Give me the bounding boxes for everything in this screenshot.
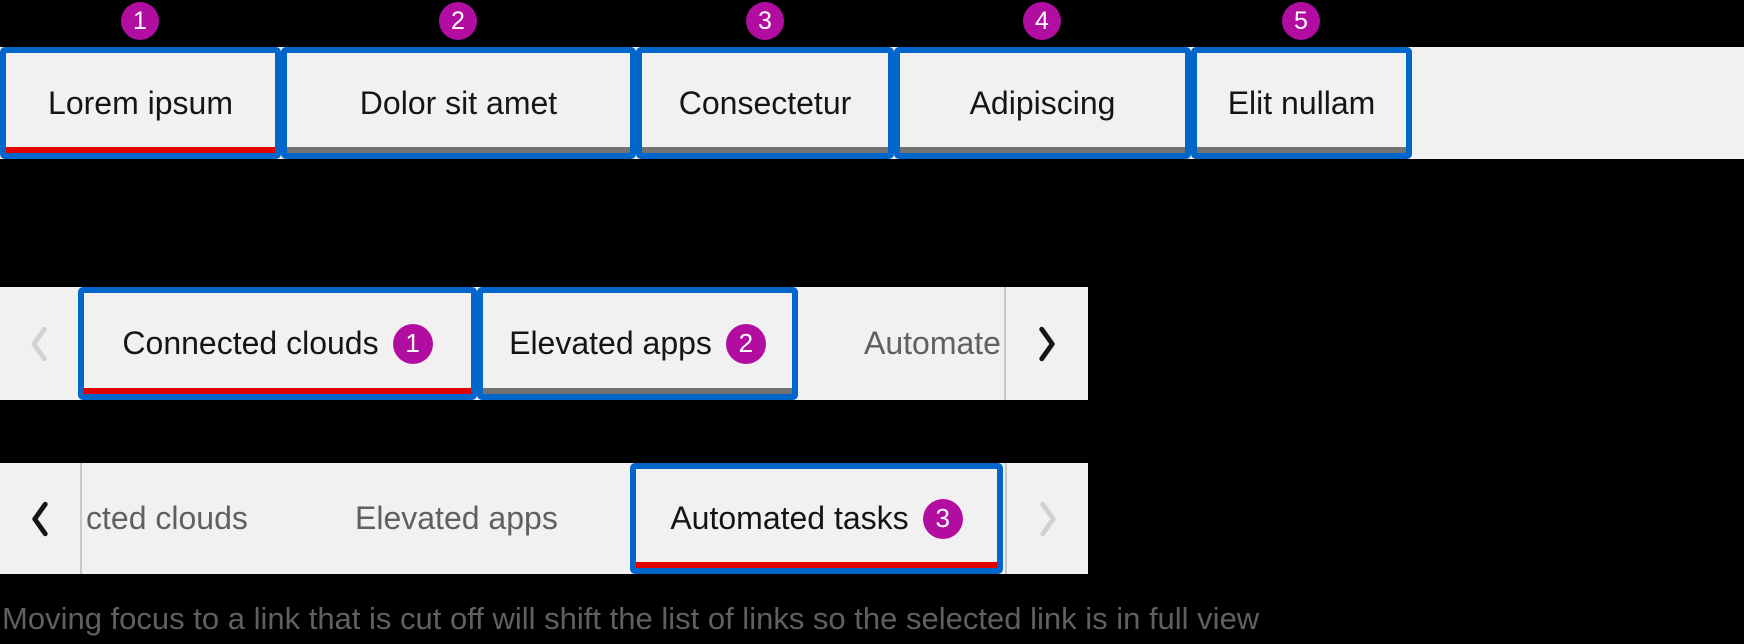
tab-lorem-ipsum[interactable]: Lorem ipsum	[0, 47, 281, 159]
scroll-right-button[interactable]	[1007, 463, 1088, 574]
tab-label: Elit nullam	[1227, 84, 1376, 121]
tab-connected-clouds[interactable]: Connected clouds 1	[78, 287, 477, 400]
tab-dolor-sit-amet[interactable]: Dolor sit amet	[281, 47, 636, 159]
tab-consectetur[interactable]: Consectetur	[636, 47, 894, 159]
annotation-badge-2: 2	[725, 323, 766, 364]
annotation-badge-1: 1	[121, 2, 159, 40]
tab-elevated-apps[interactable]: Elevated apps 2	[477, 287, 798, 400]
tab-elevated-apps[interactable]: Elevated apps	[355, 500, 558, 536]
annotation-badge-3: 3	[746, 2, 784, 40]
angle-left-icon	[26, 325, 52, 363]
annotation-badge-4: 4	[1023, 2, 1061, 40]
tab-label: Connected clouds	[122, 325, 379, 361]
annotation-badge-2: 2	[439, 2, 477, 40]
scroll-divider	[1004, 287, 1006, 400]
tab-label: Elevated apps	[509, 325, 712, 361]
scroll-divider	[1005, 463, 1007, 574]
tab-adipiscing[interactable]: Adipiscing	[894, 47, 1191, 159]
scrollable-tabbar-middle: Connected clouds 1 Elevated apps 2 Autom…	[0, 287, 1088, 400]
tab-automated-tasks-clipped[interactable]: Automate	[864, 325, 1001, 361]
tab-label: Lorem ipsum	[48, 84, 233, 121]
top-tab-row: Lorem ipsum Dolor sit amet Consectetur A…	[0, 47, 1744, 159]
angle-right-icon	[1034, 325, 1060, 363]
tab-label: Dolor sit amet	[359, 84, 558, 121]
tab-label: Adipiscing	[969, 84, 1116, 121]
scroll-left-button[interactable]	[0, 463, 79, 574]
tab-elit-nullam[interactable]: Elit nullam	[1191, 47, 1412, 159]
tab-label: Automated tasks	[670, 500, 909, 536]
tab-connected-clouds-clipped[interactable]: cted clouds	[86, 500, 248, 536]
tab-label: Consectetur	[678, 84, 852, 121]
figure-caption: Moving focus to a link that is cut off w…	[2, 601, 1260, 636]
annotation-badge-5: 5	[1282, 2, 1320, 40]
annotation-badge-3: 3	[922, 498, 963, 539]
tab-automated-tasks[interactable]: Automated tasks 3	[630, 463, 1003, 574]
scroll-right-button[interactable]	[1006, 287, 1088, 400]
scrollable-tabbar-bottom: cted clouds Elevated apps Automated task…	[0, 463, 1088, 574]
annotation-badge-1: 1	[392, 323, 433, 364]
angle-right-icon	[1035, 500, 1061, 538]
scroll-divider	[80, 463, 82, 574]
scroll-left-button[interactable]	[0, 287, 78, 400]
angle-left-icon	[27, 500, 53, 538]
